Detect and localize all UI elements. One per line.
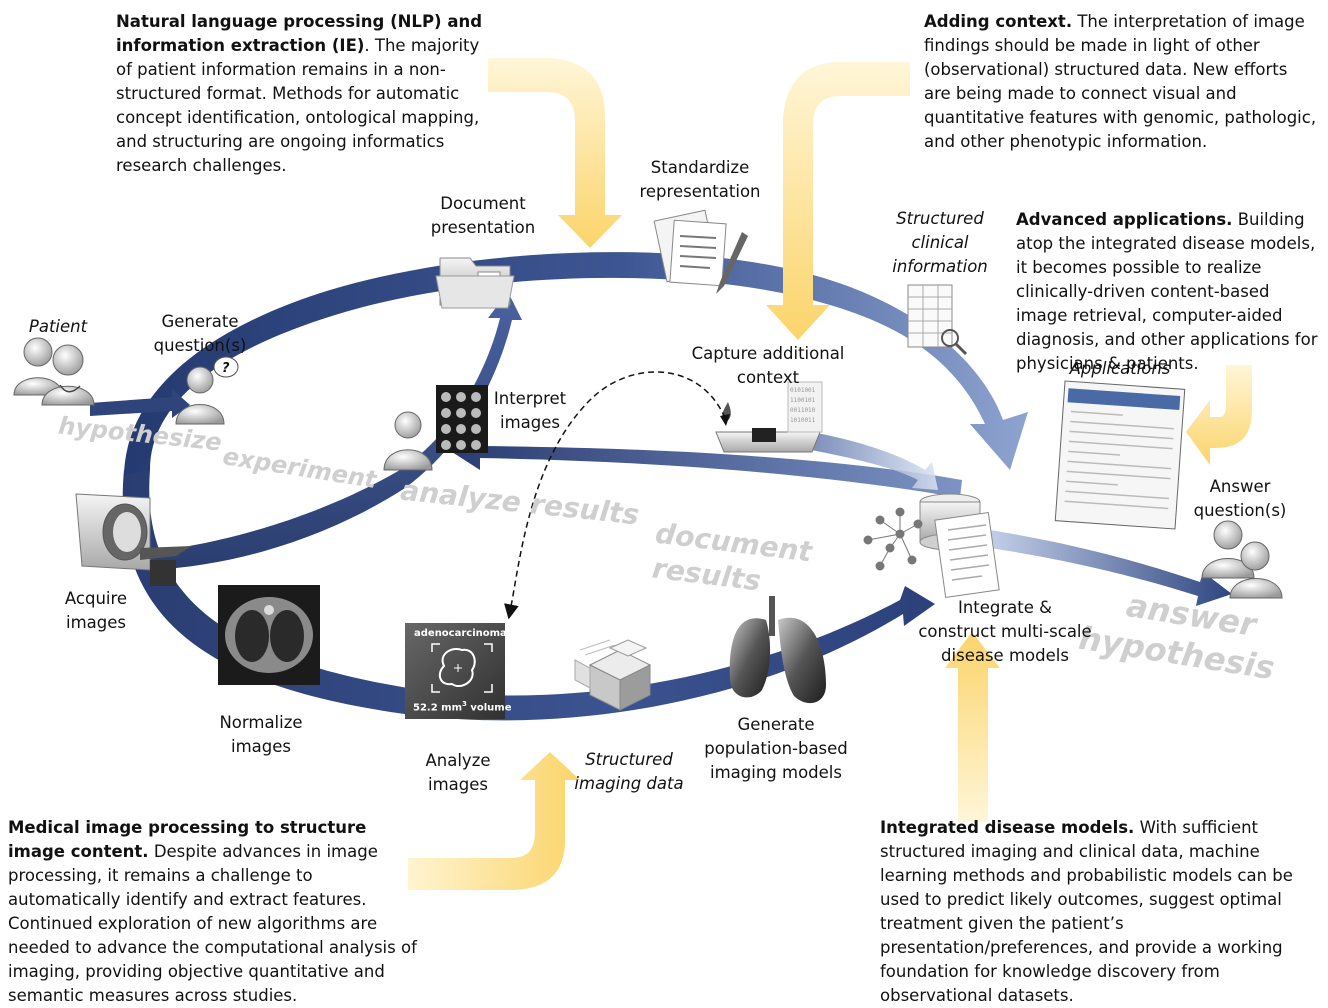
- network-graph-icon: [863, 507, 923, 571]
- yellow-arrow-disease: [945, 632, 1000, 822]
- advanced-title: Advanced applications.: [1016, 210, 1233, 229]
- volume-unit: volume: [466, 702, 512, 714]
- doctor-icon: [383, 411, 433, 471]
- image-grid-icon: [436, 385, 488, 453]
- answer-arrow: [990, 530, 1232, 606]
- imaging-title: Medical image processing to structure im…: [8, 818, 367, 861]
- svg-text:1100101: 1100101: [790, 397, 816, 404]
- report-document-icon: [934, 512, 1000, 598]
- volume-value: 52.2 mm: [413, 702, 462, 714]
- disease-body: With sufficient structured imaging and c…: [880, 818, 1293, 1005]
- yellow-arrow-applications: [1186, 365, 1252, 465]
- label-document-presentation: Document presentation: [430, 194, 536, 237]
- label-capture-context: Capture additional context: [691, 344, 845, 387]
- scan-finding-label: adenocarcinoma: [414, 628, 507, 639]
- advanced-paragraph: Advanced applications. Building atop the…: [1016, 208, 1326, 376]
- nodule-scan-image: [405, 623, 505, 719]
- clinical-table-icon: [907, 284, 968, 356]
- capture-context-arrow: [800, 430, 938, 490]
- label-standardize: Standardize representation: [639, 158, 761, 201]
- loop-arrow-top: [124, 252, 1028, 475]
- ct-scanner-icon: [75, 493, 192, 586]
- lab-chip-icon: 0101001 1100101 0011010 1010011: [715, 381, 823, 453]
- application-window-icon: [1054, 380, 1186, 530]
- disease-paragraph: Integrated disease models. With sufficie…: [880, 816, 1325, 1008]
- imaging-paragraph: Medical image processing to structure im…: [8, 816, 423, 1008]
- documents-pen-icon: [653, 209, 748, 294]
- yellow-arrow-nlp: [488, 58, 622, 248]
- dashed-link-arrow: [504, 371, 726, 620]
- nlp-title: Natural language processing (NLP) and in…: [116, 12, 483, 55]
- label-applications: Applications: [1069, 359, 1171, 378]
- svg-text:0011010: 0011010: [790, 407, 816, 414]
- svg-text:1010011: 1010011: [790, 417, 816, 424]
- scan-volume-label: 52.2 mm3 volume: [413, 700, 512, 713]
- volume-exponent: 3: [462, 700, 467, 708]
- context-title: Adding context.: [924, 12, 1073, 31]
- data-cubes-icon: [574, 639, 652, 711]
- yellow-arrow-context: [766, 62, 910, 340]
- dashed-link-arrowhead: [720, 414, 730, 426]
- label-normalize: Normalize images: [219, 713, 303, 756]
- svg-text:?: ?: [222, 361, 230, 376]
- label-generate-question: Generate question(s): [153, 312, 247, 355]
- doctor-patient-icon: [1201, 520, 1283, 599]
- label-acquire: Acquire images: [64, 589, 128, 632]
- analyze-results-arrow: [452, 436, 962, 498]
- lungs-icon: [729, 596, 826, 704]
- label-interpret: Interpret images: [493, 389, 567, 432]
- advanced-body: Building atop the integrated disease mod…: [1016, 210, 1318, 373]
- context-body: The interpretation of image findings sho…: [924, 12, 1317, 151]
- patient-icon: [13, 337, 95, 406]
- disease-title: Integrated disease models.: [880, 818, 1135, 837]
- yellow-arrow-imaging: [408, 752, 580, 890]
- nlp-body: . The majority of patient information re…: [116, 36, 480, 175]
- label-structured-imaging: Structured imaging data: [574, 750, 684, 793]
- svg-text:0101001: 0101001: [790, 387, 816, 394]
- context-paragraph: Adding context. The interpretation of im…: [924, 10, 1319, 154]
- label-population-models: Generate population-based imaging models: [704, 715, 848, 782]
- label-analyze: Analyze images: [425, 751, 491, 794]
- label-answer-question: Answer question(s): [1193, 477, 1287, 520]
- imaging-body: Despite advances in image processing, it…: [8, 842, 417, 1005]
- hypothesize-arrow: [90, 389, 190, 418]
- label-integrate: Integrate & construct multi-scale diseas…: [918, 598, 1092, 665]
- label-structured-clinical: Structured clinical information: [892, 209, 988, 276]
- doctor-question-icon: ?: [175, 356, 239, 425]
- label-patient: Patient: [28, 317, 88, 336]
- ct-slice-image: [218, 585, 320, 685]
- folder-icon: [435, 257, 515, 309]
- nlp-paragraph: Natural language processing (NLP) and in…: [116, 10, 486, 178]
